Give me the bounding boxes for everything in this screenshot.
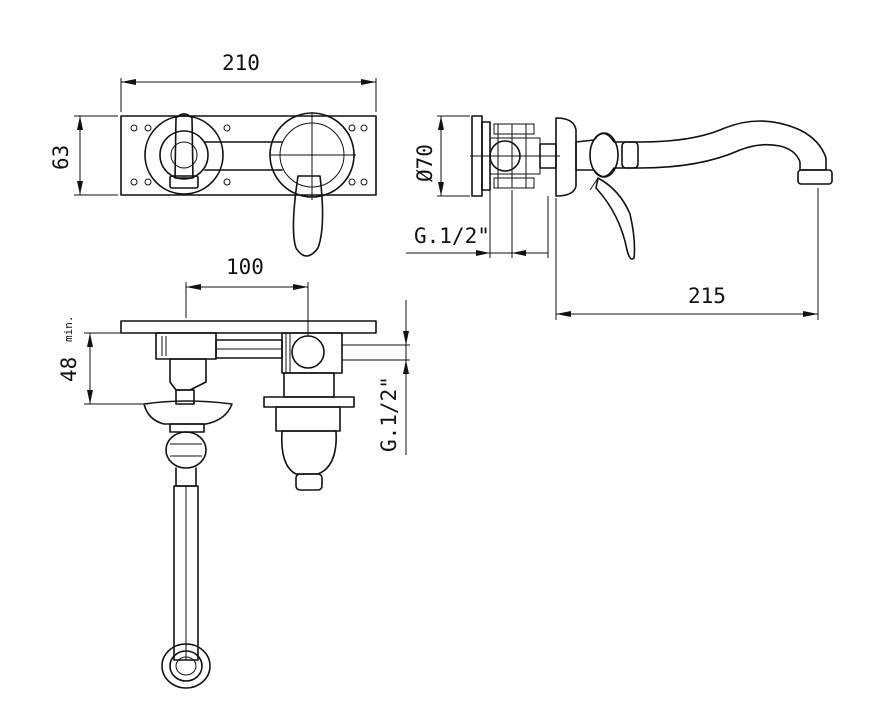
dimension-100: 100 xyxy=(185,255,309,336)
dim-label-min: min. xyxy=(62,316,75,343)
dim-label-210: 210 xyxy=(222,51,260,75)
dimension-thread-plan: G.1/2" xyxy=(377,300,409,455)
side-view xyxy=(470,115,833,260)
dimension-diameter-70: Ø70 xyxy=(413,115,470,197)
dim-label-215: 215 xyxy=(688,284,726,308)
dimension-48-min: 48 min. xyxy=(57,316,148,405)
dimension-63: 63 xyxy=(49,115,118,196)
dim-label-thread-side: G.1/2" xyxy=(414,224,490,248)
dim-label-diameter-70: Ø70 xyxy=(413,144,437,182)
dimension-thread-side: G.1/2" xyxy=(406,190,549,258)
dim-label-48: 48 xyxy=(57,357,81,382)
front-view xyxy=(120,112,377,257)
plan-view xyxy=(120,320,410,689)
dim-label-63: 63 xyxy=(49,145,73,170)
dim-label-thread-plan: G.1/2" xyxy=(377,376,401,452)
dimension-215: 215 xyxy=(555,188,819,320)
dim-label-100: 100 xyxy=(226,255,264,279)
dimension-210: 210 xyxy=(120,51,377,112)
